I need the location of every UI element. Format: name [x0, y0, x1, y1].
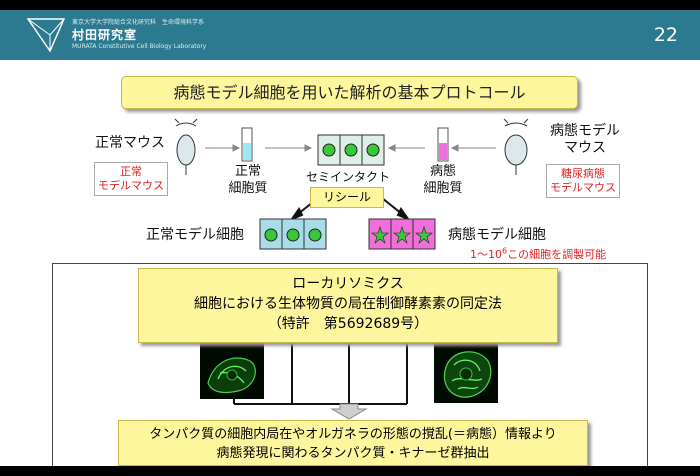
- microscopy-image-disease: [434, 343, 498, 403]
- disease-model-cell-label: 病態モデル細胞: [448, 227, 546, 243]
- disease-mouse-icon: [503, 118, 529, 175]
- semi-intact-cells-icon: [317, 134, 385, 166]
- result-box: タンパク質の細胞内局在やオルガネラの形態の撹乱(＝病態）情報より 病態発現に関わ…: [118, 420, 588, 466]
- capability-pre: 1～10: [470, 248, 502, 261]
- protocol-diagram: [174, 118, 529, 420]
- diabetes-box-line1: 糖尿病態: [561, 167, 605, 180]
- analysis-frame: [52, 263, 648, 466]
- lab-name: 村田研究室: [72, 28, 138, 42]
- capability-post: この細胞を調製可能: [507, 248, 607, 261]
- disease-cytosol-line1: 病態: [429, 164, 456, 179]
- disease-cytosol-line2: 細胞質: [423, 181, 463, 196]
- slide: 東京大学大学院総合文化研究科 生命環境科学系 村田研究室 MURATA Cons…: [0, 10, 700, 466]
- normal-model-mouse-box: 正常 モデルマウス: [94, 162, 168, 196]
- page-number: 22: [653, 24, 678, 46]
- method-line2: 細胞における生体物質の局在制御酵素素の同定法: [194, 296, 502, 312]
- result-line2: 病態発現に関わるタンパク質・キナーゼ群抽出: [216, 446, 490, 461]
- disease-mouse-label-line2: マウス: [564, 140, 606, 156]
- result-line1: タンパク質の細胞内局在やオルガネラの形態の撹乱(＝病態）情報より: [149, 427, 557, 442]
- localisomics-box: ローカリソミクス 細胞における生体物質の局在制御酵素素の同定法 （特許 第569…: [138, 268, 558, 343]
- microscopy-image-normal: [200, 343, 264, 399]
- semi-intact-label: セミインタクト: [306, 170, 391, 184]
- method-line1: ローカリソミクス: [292, 276, 404, 292]
- header-subtitle-en: MURATA Constitutive Cell Biology Laborat…: [72, 43, 207, 50]
- disease-mouse-label-line1: 病態モデル: [550, 123, 620, 139]
- method-line3: （特許 第5692689号）: [267, 316, 429, 332]
- capability-exponent: 6: [502, 246, 508, 256]
- diabetes-box-line2: モデルマウス: [550, 181, 616, 194]
- normal-cytosol-label: 正常 細胞質: [220, 163, 276, 197]
- disease-cytosol-tube-icon: [437, 127, 449, 162]
- normal-mouse-label: 正常マウス: [95, 135, 165, 151]
- reseal-label: リシール: [310, 187, 384, 208]
- normal-cytosol-line2: 細胞質: [228, 181, 268, 196]
- header-subtitle-jp: 東京大学大学院総合文化研究科 生命環境科学系: [72, 19, 205, 26]
- disease-mouse-label: 病態モデル マウス: [540, 123, 630, 157]
- disease-cytosol-label: 病態 細胞質: [415, 163, 471, 197]
- header-bar: 東京大学大学院総合文化研究科 生命環境科学系 村田研究室 MURATA Cons…: [0, 10, 700, 60]
- capability-note: 1～106この細胞を調製可能: [470, 246, 606, 262]
- normal-box-line2: モデルマウス: [98, 179, 164, 192]
- diabetes-model-mouse-box: 糖尿病態 モデルマウス: [546, 164, 620, 198]
- normal-model-cell-label: 正常モデル細胞: [146, 227, 244, 243]
- normal-mouse-icon: [174, 118, 198, 175]
- down-arrow-icon: [330, 403, 368, 420]
- normal-model-cells-icon: [259, 218, 327, 250]
- normal-box-line1: 正常: [120, 165, 142, 178]
- slide-title: 病態モデル細胞を用いた解析の基本プロトコール: [121, 76, 578, 109]
- disease-model-cells-icon: [368, 218, 436, 250]
- normal-cytosol-line1: 正常: [234, 164, 261, 179]
- lab-logo-icon: [26, 18, 66, 53]
- normal-cytosol-tube-icon: [241, 127, 253, 162]
